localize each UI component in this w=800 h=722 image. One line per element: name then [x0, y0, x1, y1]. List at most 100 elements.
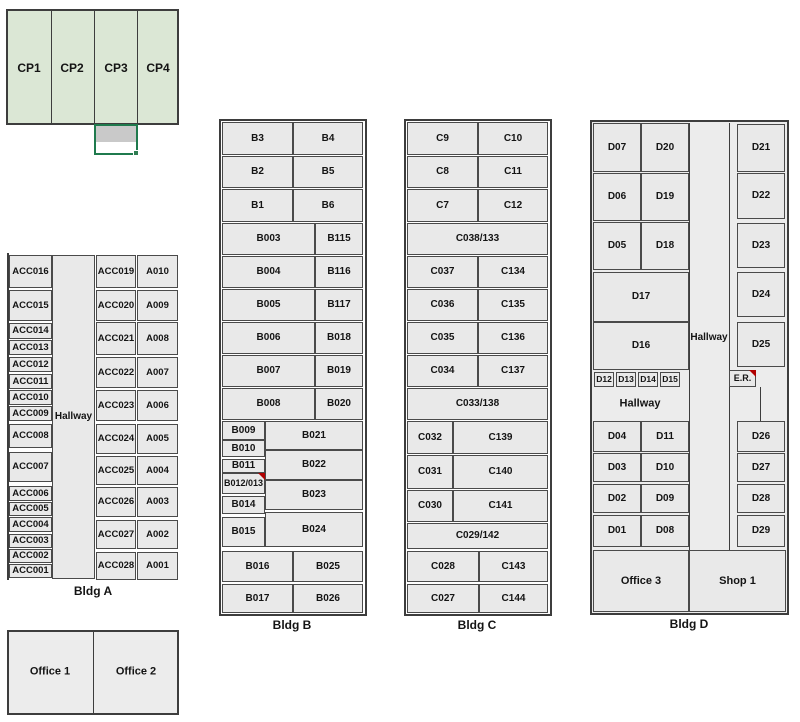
room-label: B017 [245, 592, 270, 604]
room-b007: B007 [222, 355, 315, 387]
room-c037: C037 [407, 256, 478, 288]
room-label: C135 [501, 299, 525, 310]
room-b014: B014 [222, 496, 265, 514]
room-label: D07 [607, 141, 627, 153]
room-label: B024 [302, 523, 326, 535]
room-d10: D10 [641, 453, 689, 482]
room-label: D06 [607, 191, 627, 202]
room-label: C027 [431, 592, 455, 604]
room-acc024: ACC024 [96, 424, 136, 454]
room-label: B4 [321, 132, 335, 144]
room-label: D28 [751, 492, 771, 504]
room-c028: C028 [407, 551, 479, 582]
selection-handle[interactable] [133, 150, 139, 156]
room-label: ACC008 [12, 430, 49, 442]
room-a003: A003 [137, 487, 178, 517]
room-label: B5 [321, 166, 335, 177]
room-c034: C034 [407, 355, 478, 387]
room-b2: B2 [222, 156, 293, 188]
bldg-d-wall [760, 387, 761, 421]
room-label: D10 [655, 461, 675, 473]
room-acc013: ACC013 [9, 340, 52, 355]
room-acc026: ACC026 [96, 487, 136, 517]
room-label: B021 [302, 429, 326, 441]
room-label: B015 [231, 526, 256, 537]
room-label: C035 [430, 332, 455, 343]
selected-shape[interactable] [94, 124, 139, 156]
red-flag-icon [749, 370, 756, 377]
room-b6: B6 [293, 189, 363, 222]
room-label: B003 [256, 233, 281, 244]
room-shop-1: Shop 1 [689, 550, 786, 612]
room-label: ACC009 [12, 407, 49, 419]
room-label: B012/013 [223, 478, 264, 488]
room-label: ACC013 [12, 341, 49, 353]
room-b020: B020 [315, 388, 363, 420]
room-label: D17 [631, 291, 651, 302]
room-c032: C032 [407, 421, 453, 454]
room-acc010: ACC010 [9, 390, 52, 405]
room-label: D20 [655, 141, 675, 153]
room-acc028: ACC028 [96, 552, 136, 580]
room-b117: B117 [315, 289, 363, 321]
room-c029-142: C029/142 [407, 523, 548, 549]
carport-cp4-label: CP4 [146, 61, 170, 75]
room-label: B008 [256, 398, 281, 409]
room-label: C034 [430, 365, 455, 376]
room-c144: C144 [479, 584, 548, 613]
room-a005: A005 [137, 424, 178, 454]
room-b006: B006 [222, 322, 315, 354]
room-label: C134 [501, 266, 525, 277]
carports-wall [51, 10, 52, 124]
carport-cp1-label: CP1 [17, 61, 41, 75]
room-b016: B016 [222, 551, 293, 582]
room-label: C031 [418, 466, 442, 477]
room-d25: D25 [737, 322, 785, 367]
room-label: B025 [316, 560, 340, 572]
room-label: B006 [256, 332, 281, 343]
room-d20: D20 [641, 123, 689, 172]
room-d23: D23 [737, 223, 785, 268]
room-label: ACC024 [97, 433, 135, 445]
room-b5: B5 [293, 156, 363, 188]
room-b019: B019 [315, 355, 363, 387]
room-label: B1 [251, 199, 264, 211]
room-label: A008 [146, 332, 169, 344]
room-a001: A001 [137, 552, 178, 580]
room-label: B115 [327, 233, 351, 244]
room-label: D13 [618, 374, 634, 385]
room-label: B023 [302, 489, 326, 500]
carport-cp3-label: CP3 [104, 61, 128, 75]
room-label: Shop 1 [719, 574, 756, 587]
room-c038-133: C038/133 [407, 223, 548, 255]
room-label: A009 [146, 299, 169, 311]
room-c140: C140 [453, 455, 548, 489]
room-b010: B010 [222, 440, 265, 457]
room-label: C11 [504, 166, 522, 177]
room-label: C139 [488, 431, 513, 443]
room-c036: C036 [407, 289, 478, 321]
room-label: C036 [430, 299, 455, 310]
room-d22: D22 [737, 173, 785, 219]
room-d09: D09 [641, 484, 689, 513]
room-label: ACC011 [12, 375, 49, 387]
room-label: D11 [656, 430, 674, 442]
room-label: ACC025 [97, 464, 135, 476]
room-label: A002 [146, 528, 169, 540]
room-label: ACC026 [97, 496, 135, 508]
room-label: A003 [146, 496, 169, 508]
room-b005: B005 [222, 289, 315, 321]
room-label: B018 [327, 332, 351, 343]
room-acc004: ACC004 [9, 517, 52, 532]
bldg-b-caption: Bldg B [272, 618, 312, 632]
room-d19: D19 [641, 173, 689, 221]
room-label: C10 [503, 132, 523, 144]
room-d07: D07 [593, 123, 641, 172]
room-label: ACC002 [12, 550, 49, 562]
room-label: ACC003 [12, 535, 49, 547]
room-d15: D15 [660, 372, 680, 387]
room-label: B014 [231, 499, 256, 510]
room-label: C136 [501, 332, 525, 343]
room-label: C038/133 [455, 233, 500, 244]
room-label: D16 [631, 340, 651, 351]
